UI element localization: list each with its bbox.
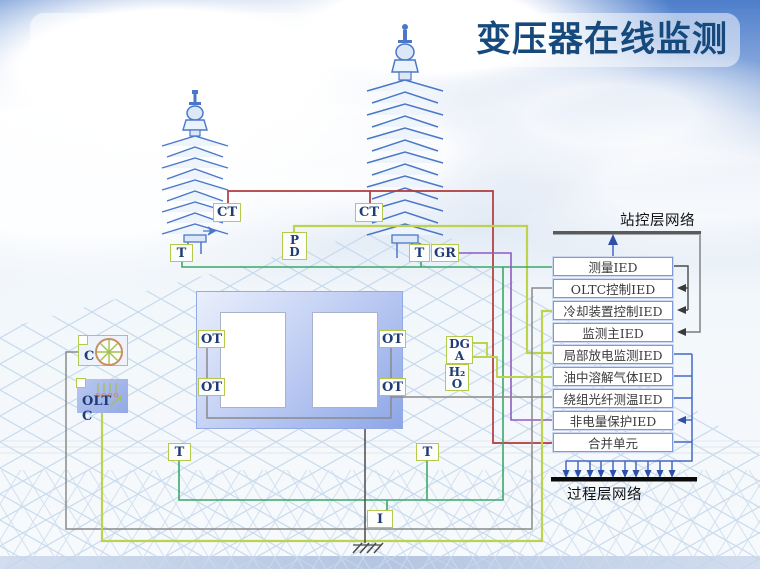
ied-box-cooling-control: 冷却装置控制IED (552, 300, 674, 321)
temperature-wires (178, 262, 553, 510)
oltc-label: OLT C (82, 394, 112, 424)
oltc-box: OLT C (76, 378, 128, 424)
current-label: I (367, 510, 393, 528)
winding-window-right (312, 312, 378, 408)
ct-label-left: CT (213, 203, 241, 222)
t-label-bottom-right: T (416, 443, 439, 461)
dga-h2o-wires (462, 342, 553, 378)
cooler-wire (65, 287, 553, 530)
ied-box-merging-unit: 合并单元 (552, 432, 674, 453)
ot-label-4: OT (379, 378, 406, 396)
ied-stack: 测量IED OLTC控制IED 冷却装置控制IED 监测主IED 局部放电监测I… (552, 256, 674, 453)
process-bus-line (551, 477, 697, 482)
ct-label-right: CT (355, 203, 383, 222)
bushing-left-icon (161, 90, 229, 254)
station-drop-wire (684, 235, 701, 333)
ground-wire (352, 429, 384, 554)
left-arrowheads (677, 284, 686, 336)
cooler-label: C (84, 349, 95, 364)
ied-box-winding-temp: 绕组光纤测温IED (552, 388, 674, 409)
title-band (30, 13, 740, 67)
t-label-top-right: T (409, 244, 430, 262)
corner-marker (76, 378, 86, 388)
page-title: 变压器在线监测 (475, 20, 728, 59)
ct-wire (227, 190, 553, 444)
fan-icon (95, 338, 123, 366)
gr-wire (459, 252, 553, 421)
ied-box-monitor-main: 监测主IED (552, 322, 674, 343)
transformer-body (196, 291, 403, 429)
t-label-top-left: T (170, 244, 193, 262)
process-arrowheads (562, 234, 686, 478)
oltc-wire (100, 309, 553, 543)
ied-box-dissolved-gas: 油中溶解气体IED (552, 366, 674, 387)
tap-changer-icon (95, 383, 122, 407)
ied-box-measure: 测量IED (552, 256, 674, 277)
corner-marker (78, 335, 88, 345)
ied-box-partial-discharge: 局部放电监测IED (552, 344, 674, 365)
winding-window-left (220, 312, 286, 408)
ot-label-3: OT (379, 330, 406, 348)
ied-box-oltc-control: OLTC控制IED (552, 278, 674, 299)
cooler-box: C (78, 335, 128, 366)
ot-label-2: OT (198, 378, 225, 396)
gr-label: GR (431, 244, 459, 262)
t-label-bottom-left: T (168, 443, 191, 461)
station-bus-line (553, 231, 701, 235)
ot-label-1: OT (198, 330, 225, 348)
pd-wire (292, 224, 553, 355)
ied-box-non-electric-protect: 非电量保护IED (552, 410, 674, 431)
process-bus-label: 过程层网络 (567, 487, 642, 503)
station-bus-label: 站控层网络 (620, 213, 695, 229)
bushing-right-icon (366, 24, 444, 258)
